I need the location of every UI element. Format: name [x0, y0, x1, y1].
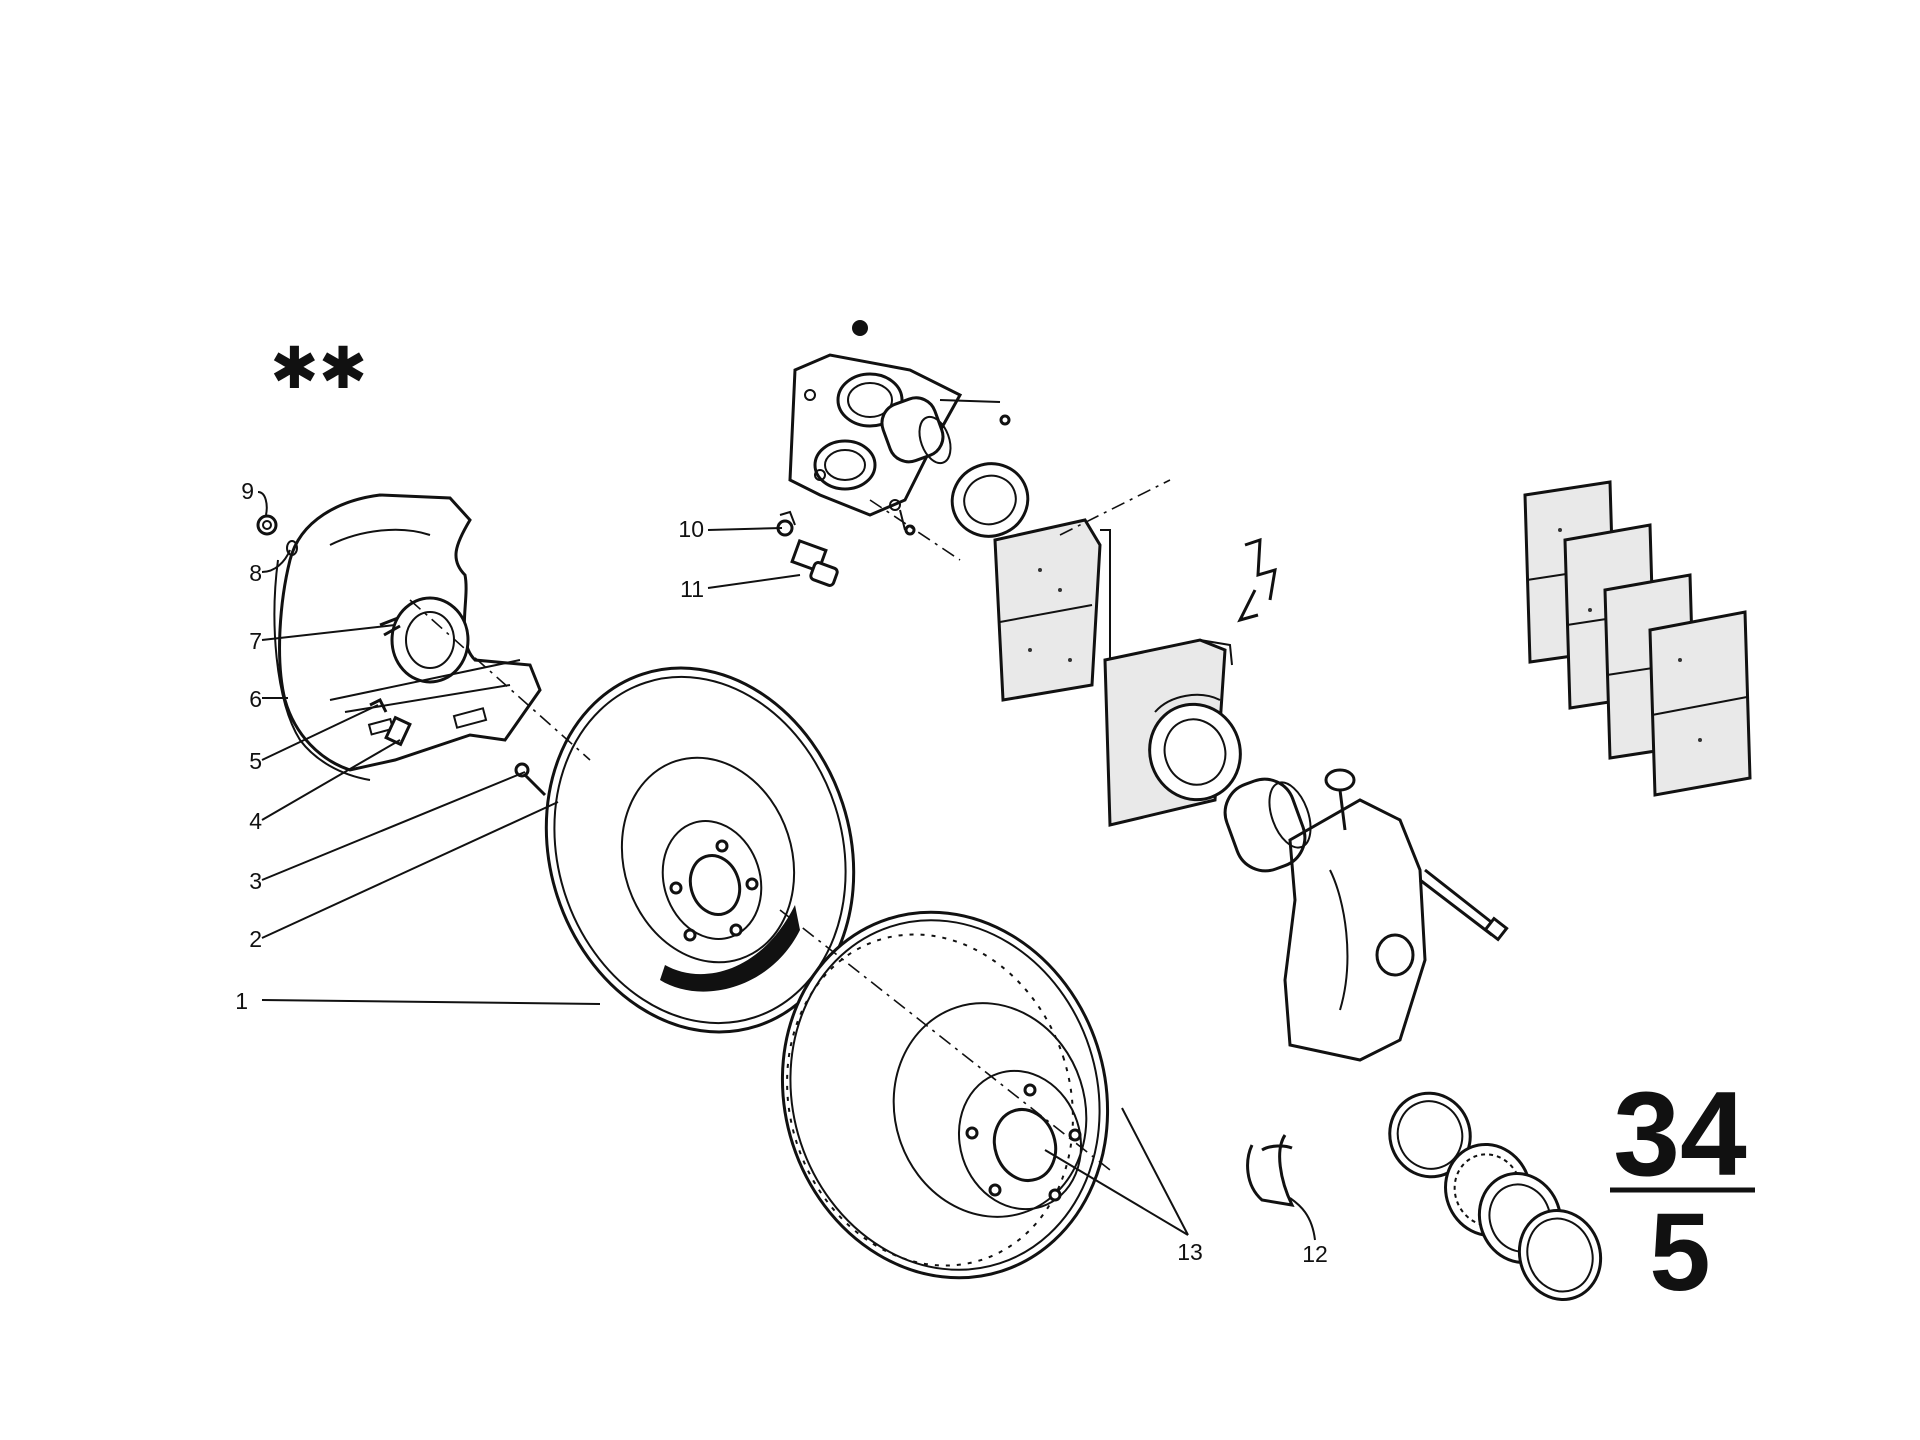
solid-brake-disc: [544, 666, 856, 1034]
group-number: 34 5: [1610, 1067, 1755, 1314]
callout-2: 2: [249, 926, 262, 952]
callout-8: 8: [249, 560, 262, 586]
assembly-axis-lines: [409, 479, 1171, 1171]
retaining-clip: [1246, 1134, 1295, 1207]
piston-seal-set: [1148, 693, 1242, 802]
group-minor-number: 5: [1649, 1191, 1710, 1314]
caliper-mount-bolt: [776, 510, 839, 587]
callout-4: 4: [249, 808, 262, 834]
callout-labels: 1 2 3 4 5 6 7 8 9 10 11 12 13: [235, 478, 1328, 1267]
callout-6: 6: [249, 686, 262, 712]
callout-leaders: [257, 491, 1316, 1241]
double-star-marker: ✱✱: [270, 334, 367, 402]
group-major-number: 34: [1613, 1067, 1747, 1201]
caliper-seal-rings: [1388, 1091, 1603, 1301]
callout-12: 12: [1302, 1241, 1328, 1267]
caliper-housing-upper: [788, 320, 1030, 538]
callout-10: 10: [678, 516, 704, 542]
pad-retaining-spring: [1237, 537, 1277, 623]
callout-1: 1: [235, 988, 248, 1014]
callout-5: 5: [249, 748, 262, 774]
vented-brake-disc: [780, 910, 1110, 1280]
callout-13: 13: [1177, 1239, 1203, 1265]
brake-pad-set: [1523, 480, 1752, 797]
dust-shield: [273, 493, 542, 781]
caliper-lower: [1223, 768, 1509, 1062]
callout-11: 11: [680, 576, 704, 602]
callout-7: 7: [249, 628, 262, 654]
callout-9: 9: [241, 478, 254, 504]
callout-3: 3: [249, 868, 262, 894]
